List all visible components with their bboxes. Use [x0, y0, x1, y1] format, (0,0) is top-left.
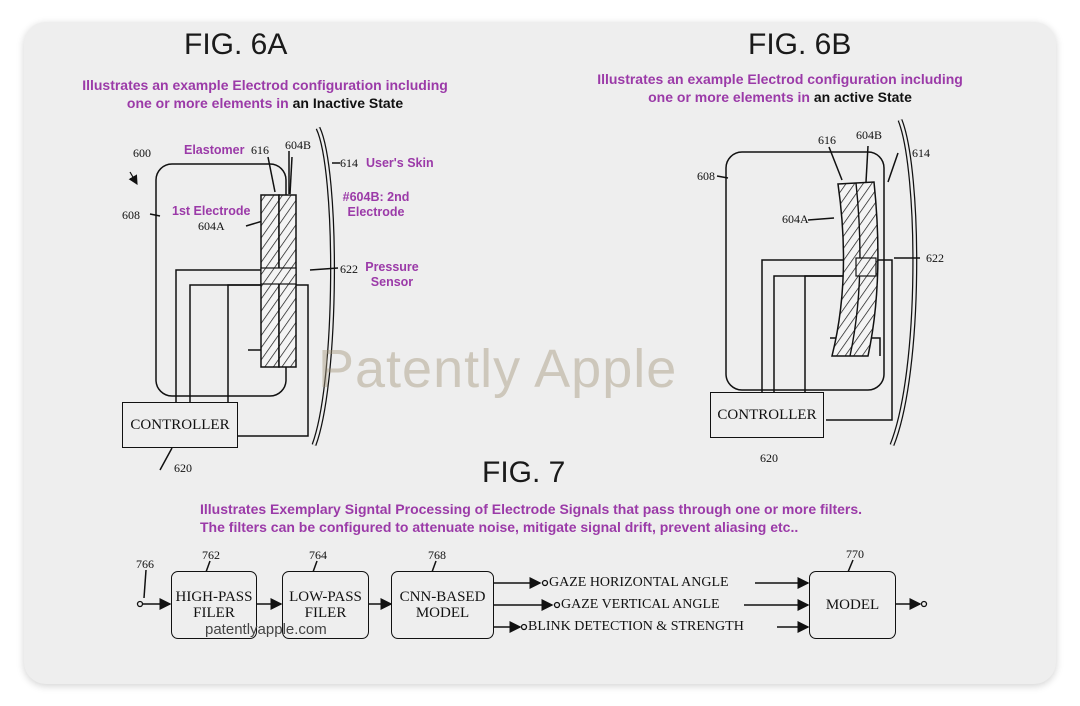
- ref-616-6b: 616: [818, 133, 836, 147]
- ref-766: 766: [136, 557, 154, 571]
- ref-600: 600: [133, 146, 151, 160]
- ref-768: 768: [428, 548, 446, 562]
- low-pass-line1: LOW-PASS: [289, 589, 362, 605]
- label-pressure-line1: Pressure: [365, 260, 419, 274]
- pressure-sensor-622-6b: [855, 257, 877, 277]
- fig6a-caption-pre: one or more elements in: [126, 95, 293, 111]
- fig6b-caption-line1: Illustrates an example Electrod configur…: [597, 71, 963, 87]
- wire-b-6a: [189, 284, 261, 402]
- ref-608-6a: 608: [122, 208, 140, 222]
- fig7-caption-line1: Illustrates Exemplary Signtal Processing…: [200, 501, 863, 517]
- ref-608-6b: 608: [697, 169, 715, 183]
- label-pressure-line2: Sensor: [370, 275, 414, 289]
- controller-6a: CONTROLLER: [122, 402, 238, 448]
- cnn-line2: MODEL: [415, 605, 470, 621]
- fig7-caption: Illustrates Exemplary Signtal Processing…: [200, 500, 862, 536]
- ref-604B-6a: 604B: [285, 138, 312, 152]
- pressure-sensor-622-6a: [260, 267, 297, 285]
- fig6b-caption-pre: one or more elements in: [648, 89, 814, 105]
- fig6b-caption: Illustrates an example Electrod configur…: [572, 70, 988, 106]
- low-pass-line2: FILER: [304, 605, 347, 621]
- label-2nd-electrode-line1: #604B: 2nd: [342, 190, 410, 204]
- high-pass-line1: HIGH-PASS: [175, 589, 253, 605]
- user-skin-614-6b: [889, 119, 918, 446]
- signal-blink-detection: BLINK DETECTION & STRENGTH: [528, 619, 744, 634]
- label-2nd-electrode: #604B: 2nd Electrode: [340, 190, 412, 220]
- cnn-line1: CNN-BASED: [399, 589, 486, 605]
- ref-622-6b: 622: [926, 251, 944, 265]
- ref-620-6a: 620: [174, 461, 192, 475]
- ref-614-6a: 614: [340, 156, 358, 170]
- watermark-url: patentlyapple.com: [205, 621, 327, 638]
- signal-gaze-vertical: GAZE VERTICAL ANGLE: [561, 597, 720, 612]
- ref-762: 762: [202, 548, 220, 562]
- wire-c-6b: [804, 275, 856, 398]
- fig6a-caption-key: an Inactive State: [292, 95, 404, 111]
- wire-d-6b: [826, 259, 893, 421]
- controller-link-6a: [248, 349, 263, 366]
- fig6b-title: FIG. 6B: [748, 28, 852, 61]
- wire-d-6a: [238, 284, 309, 437]
- fig6a-caption-line2: one or more elements in an Inactive Stat…: [52, 94, 478, 112]
- ref-614-6b: 614: [912, 146, 930, 160]
- fig6a-caption: Illustrates an example Electrod configur…: [52, 76, 478, 112]
- ref-622-6a: 622: [340, 262, 358, 276]
- fig6b-caption-line2: one or more elements in an active State: [572, 88, 988, 106]
- fig6a-title: FIG. 6A: [184, 28, 288, 61]
- electrode-604-6b: [831, 181, 879, 357]
- model-box: MODEL: [809, 571, 896, 639]
- fig6a-caption-line1: Illustrates an example Electrod configur…: [82, 77, 448, 93]
- signal-gaze-horizontal: GAZE HORIZONTAL ANGLE: [549, 575, 729, 590]
- fig6b-caption-key: an active State: [813, 89, 912, 105]
- label-1st-electrode: 1st Electrode: [172, 204, 251, 218]
- ref-770: 770: [846, 547, 864, 561]
- controller-6b: CONTROLLER: [710, 392, 824, 438]
- ref-604A-6b: 604A: [782, 212, 809, 226]
- watermark: Patently Apple: [318, 339, 678, 399]
- label-users-skin: User's Skin: [366, 156, 434, 170]
- label-2nd-electrode-line2: Electrode: [347, 205, 405, 219]
- label-pressure-sensor: Pressure Sensor: [364, 260, 420, 290]
- label-elastomer: Elastomer: [184, 143, 245, 157]
- ref-616-6a: 616: [251, 143, 269, 157]
- fig7-caption-line2: The filters can be configured to attenua…: [200, 519, 799, 535]
- ref-604B-6b: 604B: [856, 128, 883, 142]
- wire-a-6b: [761, 259, 856, 398]
- ref-604A-6a: 604A: [198, 219, 225, 233]
- fig7-title: FIG. 7: [482, 456, 566, 489]
- high-pass-line2: FILER: [193, 605, 235, 621]
- ref-764: 764: [309, 548, 327, 562]
- wire-a-6a: [175, 269, 261, 402]
- ref-620-6b: 620: [760, 451, 778, 465]
